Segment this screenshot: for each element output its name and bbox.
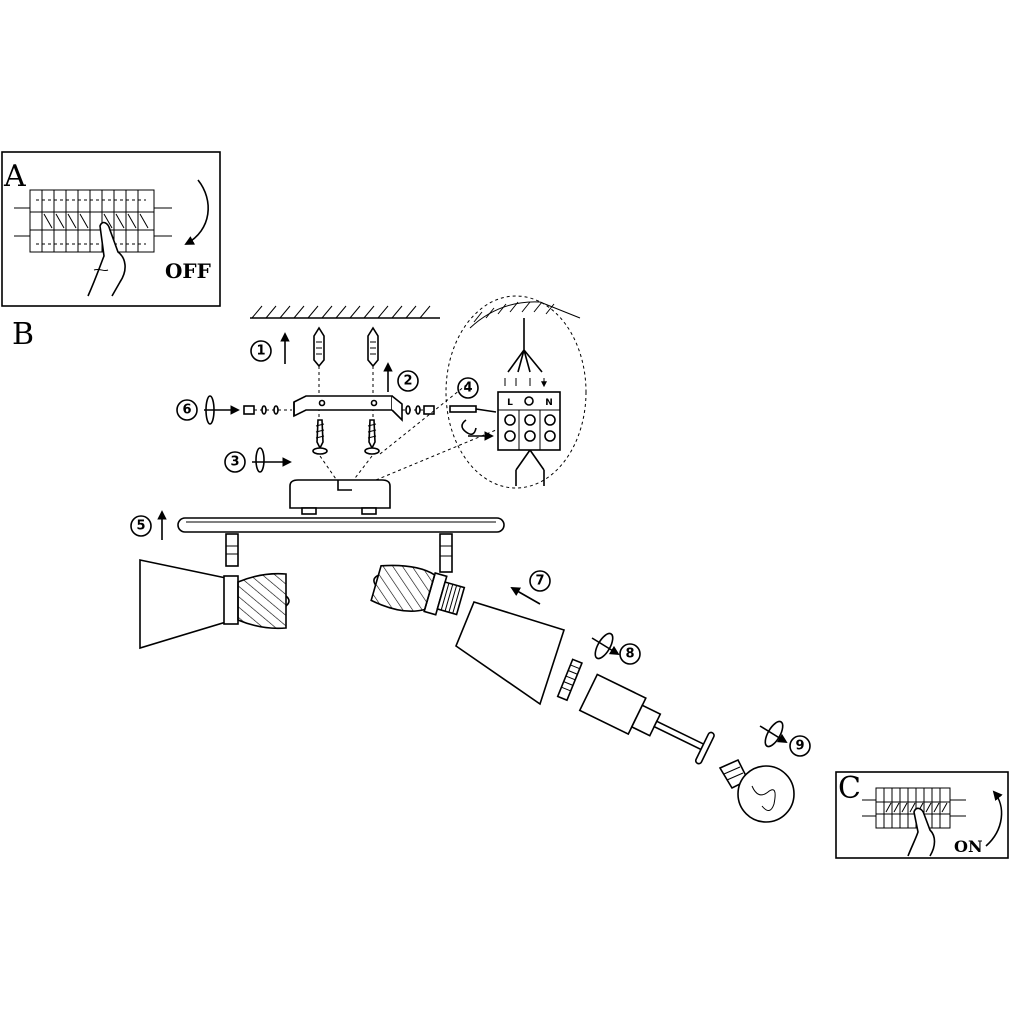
step-5-number: 5 xyxy=(136,519,145,534)
panel-a-state-off: OFF xyxy=(165,259,211,283)
ceiling xyxy=(250,305,440,319)
step-6-number: 6 xyxy=(182,403,191,418)
step-3: 3 xyxy=(224,447,292,473)
panel-c-letter: C xyxy=(838,771,861,806)
step-1: 1 xyxy=(250,332,290,364)
lamp-wires xyxy=(515,449,545,486)
lamp-shade-exploded xyxy=(455,601,566,706)
rotate-off-arrow xyxy=(184,179,209,245)
panel-c-state-on: ON xyxy=(954,837,983,856)
panel-c-frame xyxy=(835,771,1009,859)
step-9: 9 xyxy=(759,720,811,757)
lamp-socket xyxy=(578,673,715,765)
step-7-number: 7 xyxy=(535,574,544,589)
panel-a-switch-off: A OFF xyxy=(1,151,221,307)
panel-b-letter: B xyxy=(12,317,34,352)
threaded-ring xyxy=(556,658,583,702)
hand-pressing-switch-c xyxy=(907,807,936,857)
lamp-bar xyxy=(177,517,505,533)
panel-a-frame xyxy=(1,151,221,307)
step-8: 8 xyxy=(591,632,641,665)
turn-arrow-step4 xyxy=(461,419,477,436)
mesh-holder-right xyxy=(370,564,436,612)
side-screw-right xyxy=(402,405,435,415)
step-6: 6 xyxy=(176,395,240,425)
step-2-number: 2 xyxy=(403,374,412,389)
spotlight-right xyxy=(370,533,466,616)
circuit-breaker-panel-c xyxy=(862,787,966,829)
step-8-number: 8 xyxy=(625,647,634,662)
terminal-neutral-label: N xyxy=(545,398,553,408)
step-1-number: 1 xyxy=(256,344,265,359)
rotate-on-arrow xyxy=(985,790,1003,847)
terminal-block: L N xyxy=(497,391,561,451)
mounting-screw-left xyxy=(312,419,328,455)
step-2: 2 xyxy=(383,362,419,392)
mesh-holder-left xyxy=(237,572,287,630)
detail-circle xyxy=(445,295,587,489)
earth-symbol-icon xyxy=(524,396,534,406)
supply-wires xyxy=(507,318,543,373)
side-screw-left xyxy=(243,405,292,415)
step-4-number: 4 xyxy=(463,381,472,396)
circuit-breaker-panel-a xyxy=(14,189,172,253)
mounting-bracket xyxy=(293,395,403,422)
hand-pressing-switch xyxy=(87,221,126,297)
spotlight-left xyxy=(139,533,290,650)
terminal-live-label: L xyxy=(507,398,513,408)
step-5: 5 xyxy=(130,510,167,540)
panel-c-switch-on: C ON xyxy=(835,771,1009,859)
step-3-number: 3 xyxy=(230,455,239,470)
screwdriver-icon xyxy=(449,405,497,413)
step-7: 7 xyxy=(510,570,551,605)
canopy xyxy=(289,479,391,515)
wiring-detail-callout: L N xyxy=(375,295,587,489)
panel-a-letter: A xyxy=(3,159,26,194)
step-9-number: 9 xyxy=(795,739,804,754)
step-4: 4 xyxy=(457,377,479,399)
wall-plug-right xyxy=(367,326,379,368)
bulb-filament xyxy=(751,785,776,811)
lamp-shade-left xyxy=(139,559,227,650)
wall-plug-left xyxy=(313,326,325,368)
light-bulb xyxy=(718,758,795,823)
mounting-screw-right xyxy=(364,419,380,455)
